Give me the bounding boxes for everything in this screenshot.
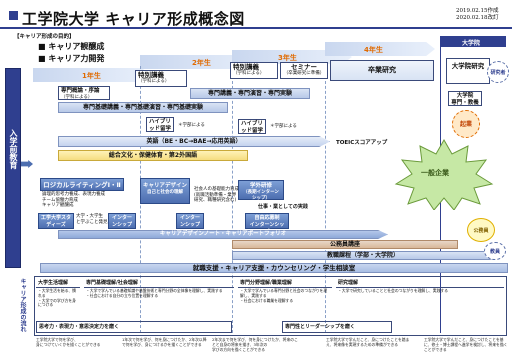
- header-rule: [0, 27, 512, 29]
- grad-band: [440, 36, 506, 47]
- objective-2: ■ キャリア力開発: [38, 54, 105, 63]
- kogaku-studies-box: 工学大学スタディーズ: [38, 213, 74, 229]
- year4-band: [325, 42, 435, 56]
- grad-research-title: 大学院研究: [451, 62, 485, 70]
- general-company-burst: [394, 138, 494, 210]
- expert-lecture-bar: 専門講義・専門演習・専門実験: [190, 88, 310, 99]
- header: 工学院大学 キャリア形成概念図 2019.02.15作成 2020.02.18改…: [0, 0, 512, 28]
- work-roles: 仕事・業としての実践: [258, 204, 308, 210]
- footer-note-4: 工学院大学で学んだこと、身につけたことを踏まえ、将来像を実現するための準備ができ…: [326, 337, 410, 347]
- expert-intro-sub: （学科による）: [61, 94, 93, 100]
- general-company-label: 一般企業: [421, 169, 449, 177]
- flow-text-3: ・大学で学んでいる専門分野と社会のつながりを理解し、実践する ・社会における職業…: [240, 288, 328, 303]
- year1-band: [33, 68, 151, 82]
- year3-label: 3年生: [278, 54, 297, 62]
- page-title: 工学院大学 キャリア形成概念図: [22, 10, 245, 28]
- flow-text-4: ・大学で研究していることと社会のつながりを理解し、実践する: [338, 288, 448, 293]
- divider-3: [325, 66, 326, 333]
- general-education-bar: 総合文化・保健体育・第2外国語: [58, 150, 248, 161]
- year2-label: 2年生: [192, 59, 211, 67]
- entrance-label: 入学前教育: [9, 129, 18, 169]
- researcher-role: 研究者: [487, 61, 509, 83]
- title-marker: [9, 11, 18, 20]
- grad-specialty-box: 大学院 専門・教養: [448, 91, 482, 106]
- flow-text-2: ・大学で学んでいる基礎知識や基盤技術と専門分野の全体像を理解し、実践する ・社会…: [86, 288, 223, 298]
- special-lecture-1-title: 特別講義: [138, 71, 164, 79]
- career-training-box: 学外研修 （長期インターンシップ）: [238, 180, 284, 201]
- footer-note-3: 2年次まで何を学び、何を身につけたか、将来のことと自身の将来を描き、3年次の 学…: [212, 337, 298, 352]
- teaching-course-bar: 教職課程（学部・大学院）: [232, 251, 494, 260]
- seminar-title: セミナー: [291, 63, 317, 71]
- kogaku-studies-sub: 大学・大学生 と学ぶこと発見: [76, 214, 108, 225]
- logical-writing-desc: 論理的思考力養成、表現力養成 チーム協働力育成 キャリア観醸成: [42, 192, 105, 208]
- career-training-sub: （長期インターンシップ）: [243, 190, 279, 201]
- footer-note-5: 工学院大学で学んだこと、身につけたことを基に、修士・博士課程へ進学を検討し、将来…: [424, 337, 508, 352]
- grad-label: 大学院: [462, 40, 481, 47]
- entrance-box: 入学前教育: [5, 68, 21, 268]
- flow-head-1: 大学生活理解: [36, 279, 80, 288]
- entrance-arrow: [21, 160, 33, 168]
- internship-a-box: インターンシップA: [108, 213, 136, 235]
- special-lecture-1-sub: （学科による）: [138, 78, 170, 84]
- career-design-sub: 自己と社会の理解: [147, 190, 183, 195]
- year1-label: 1年生: [82, 72, 101, 80]
- career-design-title: キャリアデザイン: [143, 183, 188, 189]
- internship-b-box: インターンシップB: [176, 213, 204, 235]
- english-bar: 英語（BE・BC→BAE→応用英語）: [58, 136, 330, 147]
- career-design-box: キャリアデザイン 自己と社会の理解: [140, 178, 190, 204]
- graduation-research-title: 卒業研究: [368, 66, 396, 74]
- special-lecture-1: 特別講義 （学科による）: [135, 70, 187, 87]
- career-training-title: 学外研修: [249, 183, 272, 189]
- civil-service-bar: 公務員講座: [232, 240, 458, 249]
- toeic-label: TOEICスコアアップ: [336, 140, 388, 146]
- objective-2-text: キャリア力開発: [48, 54, 105, 63]
- logical-writing-box: ロジカルライティングⅠ・Ⅱ: [40, 178, 124, 191]
- flow-skill-1: 思考力・表現力・意思決定力を磨く: [36, 321, 232, 333]
- hybrid-study-2-note: ＊学部による: [270, 124, 297, 129]
- flow-head-4: 研究理解: [336, 279, 504, 288]
- footer-note-2: 1年次で何を学び、何を身につけたか、2年次以降で何を学び、身につけるかを描くこと…: [122, 337, 207, 347]
- divider-2: [232, 66, 233, 333]
- seminar-sub: （卒業研究に準備）: [283, 70, 325, 76]
- year4-label: 4年生: [364, 46, 383, 54]
- special-lecture-2-title: 特別講義: [233, 63, 259, 71]
- expert-intro-box: 専門概論・序論 （学科による）: [58, 86, 110, 100]
- grad-research-box: 大学院研究: [446, 58, 490, 84]
- career-portfolio-bar: キャリアデザインノート・キャリアポートフォリオ: [58, 230, 388, 239]
- revision-dates: 2019.02.15作成 2020.02.18改訂: [456, 8, 508, 22]
- flow-text-1: ・大学生活を始る、慣れる ・大学での学び方を身につける: [38, 288, 76, 308]
- career-support-bar: 就職支援・キャリア支援・カウンセリング・学生相談室: [40, 263, 508, 273]
- career-flow-panel: [34, 276, 507, 336]
- special-lecture-2: 特別講義 （学科による）: [230, 62, 278, 79]
- startup-role: 起業: [452, 110, 480, 138]
- hybrid-study-1-note: ＊学部による: [178, 123, 205, 128]
- date-created: 2019.02.15作成: [456, 8, 499, 14]
- teacher-role: 教員: [484, 242, 506, 260]
- objective-1: ■ キャリア観醸成: [38, 42, 105, 51]
- civil-servant-role: 公務員: [467, 218, 495, 242]
- flow-head-2: 専門基礎理解/社会理解: [84, 279, 234, 288]
- footer-note-1: 工学院大学で何を学び、 身につけていくかを描くことができる: [36, 337, 101, 347]
- objective-1-text: キャリア観醸成: [48, 42, 105, 51]
- expert-basic-lecture-bar: 専門基礎講義・専門基礎演習・専門基礎実験: [58, 102, 228, 113]
- hybrid-study-1: ハイブリッド留学: [146, 117, 174, 132]
- seminar-box: セミナー （卒業研究に準備）: [280, 62, 328, 79]
- career-note: 社会人の基礎能力育成 (就職活動準備・業界 研究、職種研究含む): [194, 187, 239, 203]
- objectives-label: 【キャリア形成の目的】: [14, 34, 75, 40]
- hybrid-study-2: ハイブリッド留学: [238, 119, 266, 134]
- flow-head-3: 専門分野理解/職業理解: [238, 279, 332, 288]
- flow-skill-2: 専門性とリーダーシップを磨く: [282, 321, 392, 333]
- special-lecture-2-sub: （学科による）: [233, 70, 265, 76]
- date-revised: 2020.02.18改訂: [456, 15, 499, 21]
- career-flow-label: キャリア形成の流れ: [19, 278, 26, 332]
- free-internship-box: 自由応募制 インターンシップ: [245, 213, 289, 235]
- expert-intro-title: 専門概論・序論: [61, 88, 100, 94]
- career-flow-label-box: キャリア形成の流れ: [14, 276, 32, 336]
- year3-band: [232, 50, 352, 64]
- graduation-research-box: 卒業研究: [330, 60, 434, 81]
